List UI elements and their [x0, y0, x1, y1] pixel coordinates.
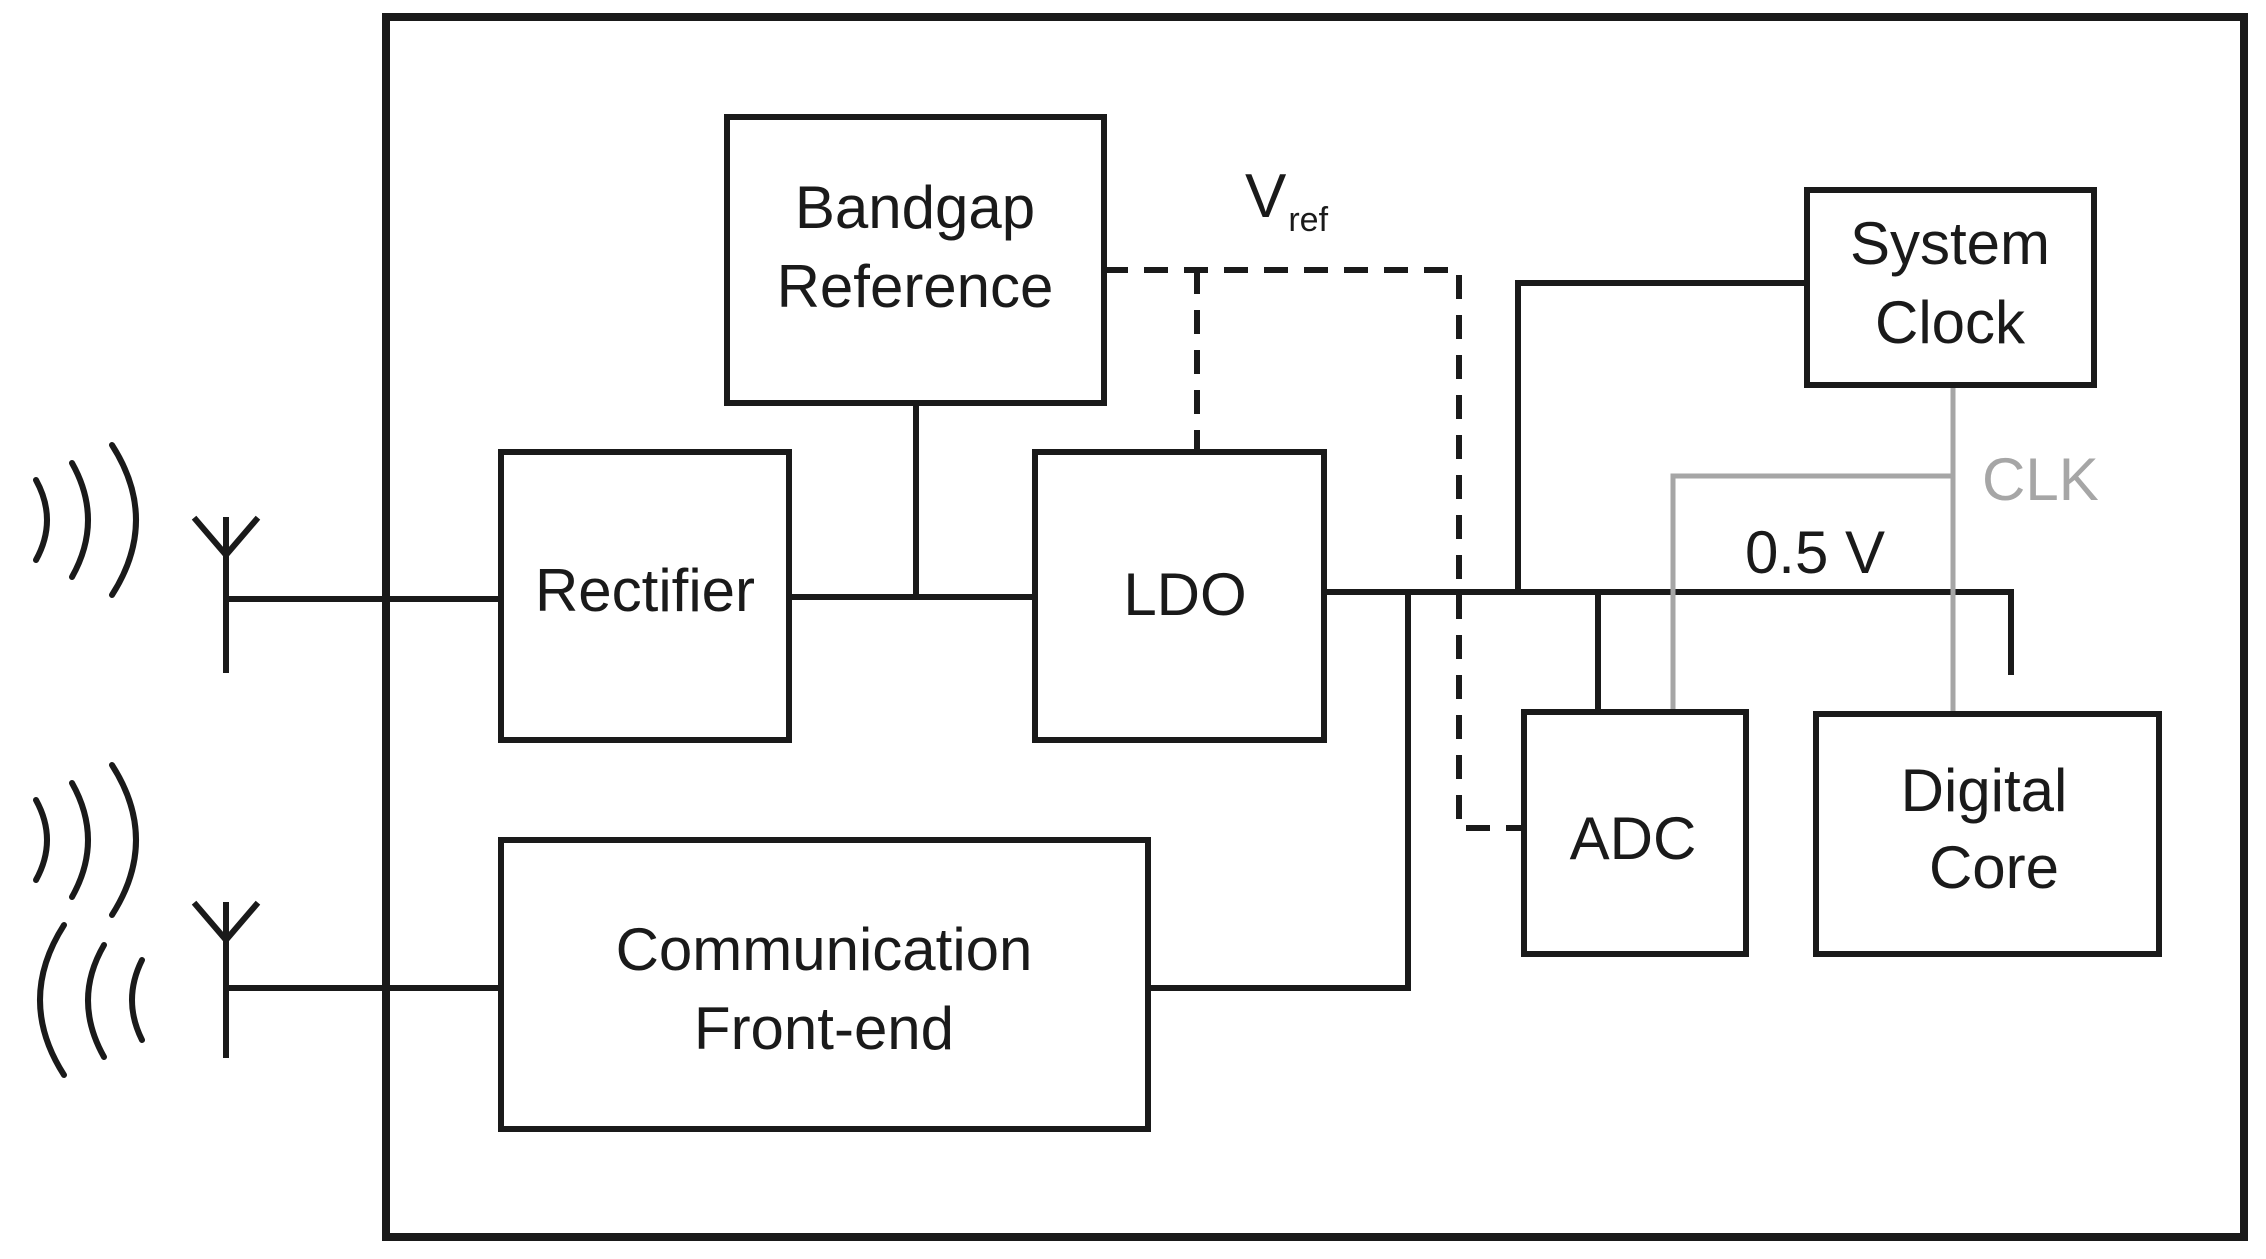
digital-line1: Digital — [1901, 757, 2068, 824]
rectifier-label: Rectifier — [535, 557, 755, 624]
vref-main: V — [1245, 162, 1287, 231]
clk-label: CLK — [1982, 446, 2099, 513]
clock-line2: Clock — [1875, 289, 2026, 356]
supply-voltage-label: 0.5 V — [1745, 519, 1885, 586]
bandgap-line2: Reference — [777, 253, 1054, 320]
rx-antenna-icon — [33, 442, 261, 673]
comm-line2: Front-end — [694, 995, 954, 1062]
system-clock-block: System Clock — [1804, 187, 2097, 388]
adc-label: ADC — [1570, 805, 1697, 872]
clock-wires — [1670, 385, 1956, 714]
adc-block: ADC — [1521, 709, 1749, 957]
vref-dashed-wires — [1104, 267, 1524, 831]
bandgap-line1: Bandgap — [795, 174, 1035, 241]
ldo-label: LDO — [1123, 561, 1246, 628]
clock-line1: System — [1850, 210, 2050, 277]
digital-core-block: Digital Core — [1813, 711, 2162, 957]
rectifier-block: Rectifier — [498, 449, 792, 743]
ldo-block: LDO — [1032, 449, 1327, 743]
txrx-antenna-icon — [33, 762, 261, 1078]
power-wires — [223, 280, 2014, 991]
vref-label: Vref — [1245, 162, 1329, 239]
comm-line1: Communication — [616, 916, 1033, 983]
chip-boundary — [382, 13, 2248, 1241]
comm-frontend-block: Communication Front-end — [498, 837, 1151, 1132]
vref-subscript: ref — [1288, 201, 1328, 239]
bandgap-block: Bandgap Reference — [724, 114, 1107, 406]
digital-line2: Core — [1929, 834, 2059, 901]
